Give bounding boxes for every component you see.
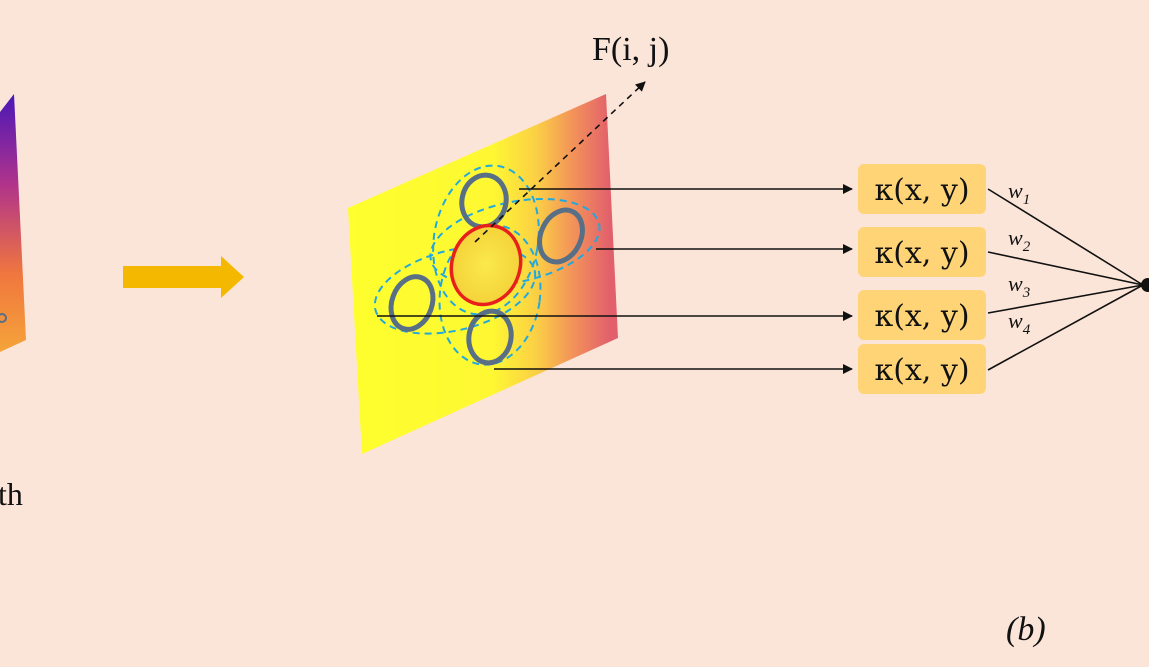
neighbor-region-right xyxy=(537,207,585,265)
neighbor-region-bottom xyxy=(466,308,514,366)
weight-label-1: w1 xyxy=(1008,178,1030,208)
kernel-box-bg xyxy=(858,164,986,214)
left-heatmap-panel xyxy=(0,94,26,352)
kernel-box-1: κ(x, y) xyxy=(858,164,986,214)
kernel-box-bg xyxy=(858,344,986,394)
output-node xyxy=(1141,278,1149,292)
dashed-outline-left xyxy=(373,245,537,335)
weight-label-2: w2 xyxy=(1008,225,1031,255)
weight-line-2 xyxy=(987,251,1144,286)
function-label: F(i, j) xyxy=(592,31,669,68)
kernel-box-3: κ(x, y) xyxy=(858,290,986,340)
kernel-input-arrows xyxy=(377,184,853,374)
weight-line-4 xyxy=(987,284,1144,371)
kernel-label: κ(x, y) xyxy=(874,353,969,388)
kernel-label: κ(x, y) xyxy=(874,299,969,334)
panel-label: (b) xyxy=(1006,611,1046,648)
kernel-label: κ(x, y) xyxy=(874,236,969,271)
weight-label-4: w4 xyxy=(1008,308,1031,338)
neighbor-region-left xyxy=(388,274,436,332)
weight-label-3: w3 xyxy=(1008,271,1030,301)
partial-label: th xyxy=(0,476,23,512)
kernel-box-4: κ(x, y) xyxy=(858,344,986,394)
dashed-outline-top xyxy=(432,164,540,316)
weight-connections xyxy=(987,188,1144,371)
kernel-box-2: κ(x, y) xyxy=(858,227,986,277)
function-pointer-arrow xyxy=(474,81,646,243)
center-region xyxy=(449,223,523,307)
kernel-box-bg xyxy=(858,290,986,340)
transition-arrow xyxy=(123,256,244,298)
left-panel-marker xyxy=(0,313,7,323)
weight-line-1 xyxy=(987,188,1144,286)
weight-line-3 xyxy=(987,284,1144,314)
dashed-outline-bottom xyxy=(438,224,542,366)
kernel-box-bg xyxy=(858,227,986,277)
neighbor-regions xyxy=(388,172,585,366)
kernel-label: κ(x, y) xyxy=(874,173,969,208)
